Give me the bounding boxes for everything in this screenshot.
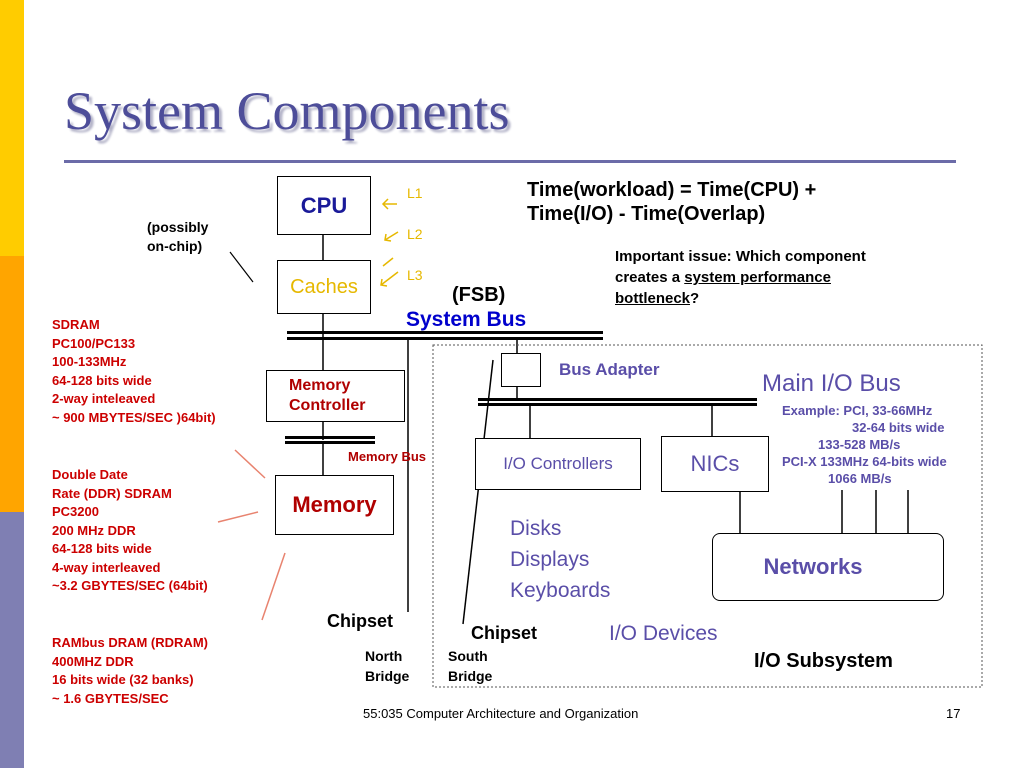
rdram-line: RAMbus DRAM (RDRAM) <box>52 635 208 650</box>
sdram-line: 100-133MHz <box>52 354 127 369</box>
io-devices-label: I/O Devices <box>609 622 718 645</box>
ddr-pointer <box>217 511 259 523</box>
north-line-1: North <box>365 648 403 664</box>
networks-label: Networks <box>763 554 863 579</box>
io-controllers-box: I/O Controllers <box>475 438 641 490</box>
slide-page-number: 17 <box>946 706 961 721</box>
issue-line-1: Important issue: Which component <box>615 248 866 265</box>
on-chip-line-2: on-chip) <box>147 238 203 254</box>
memory-controller-label-2: Controller <box>289 397 366 414</box>
system-bus-label: System Bus <box>406 308 527 331</box>
chipset-north-label: Chipset <box>327 611 394 631</box>
slide-title: System Components <box>64 81 510 141</box>
issue-line-2-underlined: system performance <box>684 269 831 286</box>
issue-line-2: creates a system performance <box>615 267 866 288</box>
south-bridge-label: South Bridge <box>448 646 492 686</box>
caches-label: Caches <box>290 275 358 298</box>
slide-sidebar <box>0 0 24 768</box>
sdram-pointer <box>234 449 266 479</box>
cpu-box: CPU <box>277 176 371 235</box>
nics-label: NICs <box>690 451 740 476</box>
north-line-2: Bridge <box>365 668 410 684</box>
on-chip-line-1: (possibly <box>147 219 209 235</box>
sdram-line: 2-way inteleaved <box>52 391 156 406</box>
ddr-line: 64-128 bits wide <box>52 541 152 556</box>
devices-list: Disks Displays Keyboards <box>510 513 610 606</box>
sdram-line: SDRAM <box>52 317 100 332</box>
bus-example-4: PCI-X 133MHz 64-bits wide <box>782 454 947 469</box>
north-bridge-label: North Bridge <box>365 646 409 686</box>
memory-controller-label-1: Memory <box>289 377 351 394</box>
sdram-spec: SDRAM PC100/PC133 100-133MHz 64-128 bits… <box>52 316 216 427</box>
title-underline <box>64 160 956 163</box>
south-line-1: South <box>448 648 488 664</box>
io-subsystem-label: I/O Subsystem <box>754 650 893 672</box>
south-line-2: Bridge <box>448 668 493 684</box>
device-disks: Disks <box>510 517 562 540</box>
memory-bus-line <box>285 436 375 439</box>
nics-box: NICs <box>661 436 769 492</box>
cpu-label: CPU <box>300 192 348 218</box>
ddr-line: ~3.2 GBYTES/SEC (64bit) <box>52 578 208 593</box>
networks-box: Networks <box>712 533 944 601</box>
bus-example-5: 1066 MB/s <box>828 471 892 486</box>
on-chip-note: (possibly on-chip) <box>147 218 208 256</box>
device-keyboards: Keyboards <box>510 579 611 602</box>
formula-line-1: Time(workload) = Time(CPU) + <box>527 179 817 201</box>
ddr-spec: Double Date Rate (DDR) SDRAM PC3200 200 … <box>52 466 208 596</box>
caches-box: Caches <box>277 260 371 314</box>
memory-bus-label: Memory Bus <box>348 449 427 464</box>
memory-label: Memory <box>292 492 377 517</box>
ddr-line: PC3200 <box>52 504 99 519</box>
rdram-spec: RAMbus DRAM (RDRAM) 400MHZ DDR 16 bits w… <box>52 634 208 708</box>
cache-level-l3: L3 <box>407 267 423 283</box>
system-bus-line-2 <box>287 337 603 340</box>
ddr-line: 200 MHz DDR <box>52 522 136 538</box>
device-displays: Displays <box>510 548 590 571</box>
sdram-line: 64-128 bits wide <box>52 372 152 388</box>
memory-controller-box: Memory Controller <box>266 370 405 422</box>
io-subsystem-boundary <box>432 344 983 688</box>
rdram-line: 16 bits wide (32 banks) <box>52 672 194 687</box>
chipset-south-label: Chipset <box>471 623 538 643</box>
main-io-bus-line <box>478 398 757 401</box>
cache-level-l1: L1 <box>407 185 423 201</box>
issue-line-3: bottleneck? <box>615 288 866 309</box>
sdram-line: PC100/PC133 <box>52 335 136 351</box>
bus-example-1: Example: PCI, 33-66MHz <box>782 403 933 418</box>
rdram-pointer <box>261 552 286 621</box>
issue-line-2-prefix: creates a <box>615 269 685 286</box>
formula: Time(workload) = Time(CPU) + Time(I/O) -… <box>527 178 816 226</box>
system-bus-line <box>287 331 603 334</box>
formula-line-2: Time(I/O) - Time(Overlap) <box>527 203 766 225</box>
rdram-line: 400MHZ DDR <box>52 653 134 669</box>
on-chip-pointer <box>229 251 254 283</box>
main-io-bus-label: Main I/O Bus <box>762 370 901 397</box>
important-issue: Important issue: Which component creates… <box>615 246 866 309</box>
ddr-line: Rate (DDR) SDRAM <box>52 485 172 501</box>
io-controllers-label: I/O Controllers <box>503 454 613 473</box>
fsb-label: (FSB) <box>452 284 506 306</box>
memory-box: Memory <box>275 475 394 535</box>
ddr-line: 4-way interleaved <box>52 559 161 575</box>
issue-line-3-underlined: bottleneck <box>615 290 691 307</box>
main-io-bus-line-2 <box>478 403 757 406</box>
bus-example-3: 133-528 MB/s <box>818 437 901 452</box>
sidebar-band-top <box>0 0 24 256</box>
cache-level-l2: L2 <box>407 226 423 242</box>
rdram-line: ~ 1.6 GBYTES/SEC <box>52 690 169 706</box>
slide-footer: 55:035 Computer Architecture and Organiz… <box>363 706 639 721</box>
issue-line-3-suffix: ? <box>690 290 700 307</box>
bus-adapter-label: Bus Adapter <box>559 360 660 379</box>
sdram-line: ~ 900 MBYTES/SEC )64bit) <box>52 409 216 425</box>
memory-bus-line-2 <box>285 441 375 444</box>
bus-example-2: 32-64 bits wide <box>852 420 945 435</box>
bus-adapter-box <box>501 353 541 387</box>
cache-level-arrows <box>380 198 399 287</box>
sidebar-band-bottom <box>0 512 24 768</box>
sidebar-band-middle <box>0 256 24 512</box>
ddr-line: Double Date <box>52 467 128 482</box>
